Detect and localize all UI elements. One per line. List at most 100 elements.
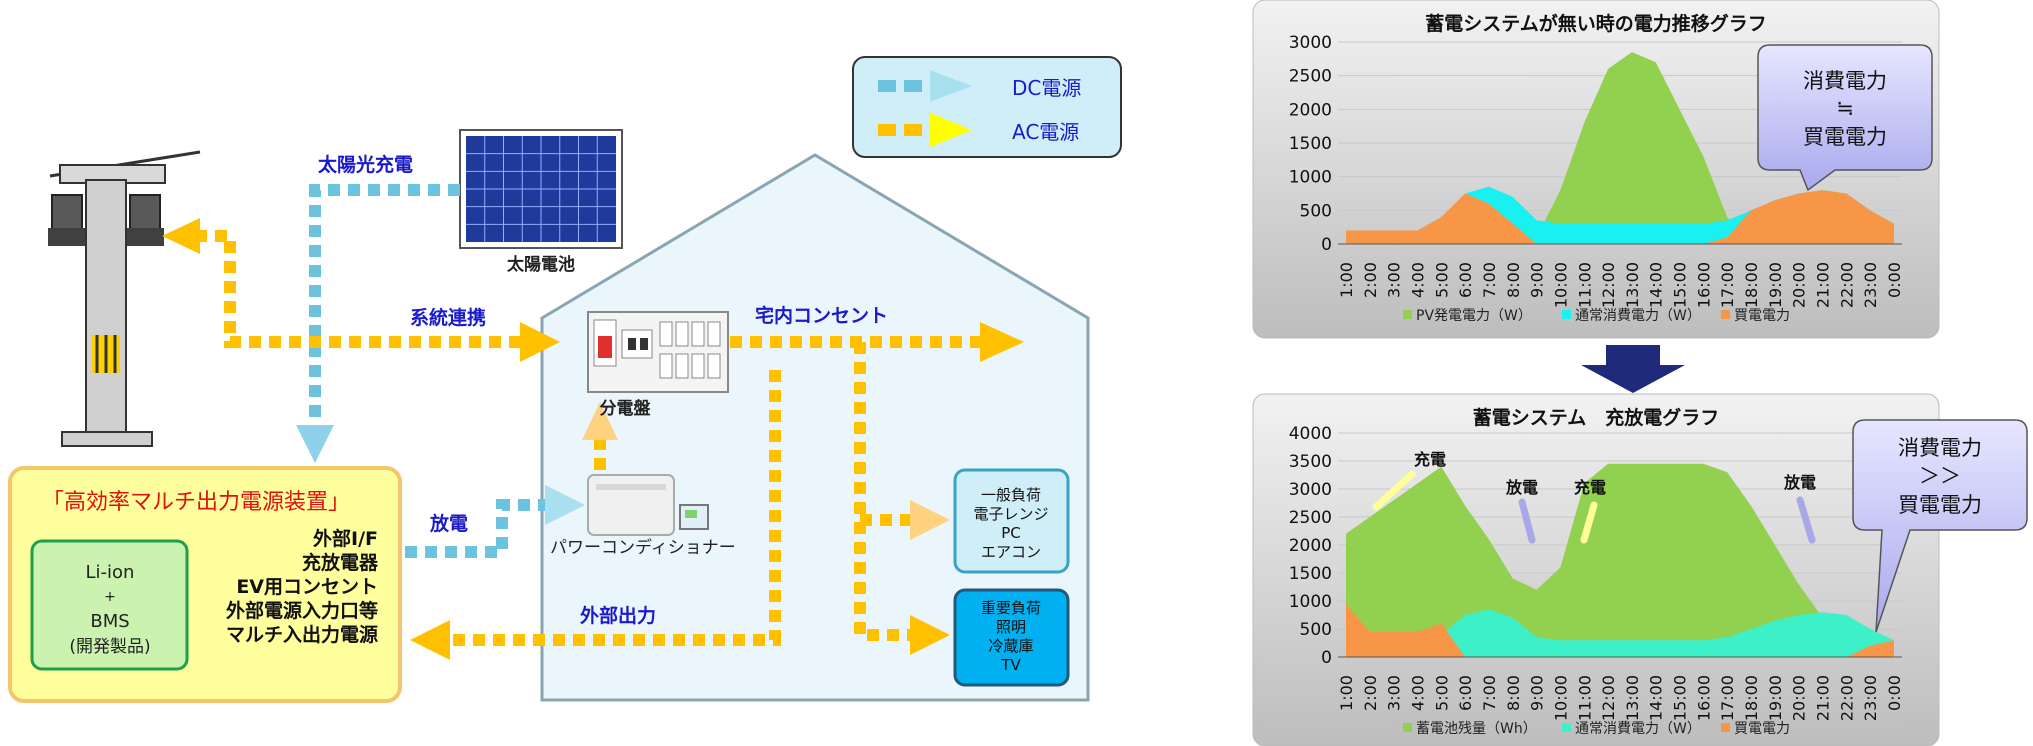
- x-tick-label: 5:00: [1432, 675, 1451, 711]
- x-tick-label: 12:00: [1599, 262, 1618, 308]
- x-tick-label: 23:00: [1861, 675, 1880, 721]
- battery-line1: Li-ion: [86, 562, 135, 583]
- legend-label: 通常消費電力（W）: [1575, 721, 1701, 737]
- chart-annotation: 充電: [1414, 450, 1446, 469]
- area-series-1: [1346, 52, 1894, 244]
- x-tick-label: 2:00: [1361, 262, 1380, 298]
- callout-top-line1: 消費電力: [1803, 69, 1887, 93]
- y-tick-label: 3000: [1289, 33, 1332, 53]
- annotation-arrow-icon: [1796, 496, 1816, 544]
- distribution-board-icon: [587, 311, 729, 393]
- callout-top: [1757, 44, 1933, 192]
- solar-panel-label: 太陽電池: [507, 254, 575, 275]
- ac-arrow-general-load: [910, 500, 950, 540]
- annotation-arrow-icon: [1580, 501, 1598, 544]
- ac-arrow-up-board: [582, 402, 618, 440]
- x-tick-label: 9:00: [1528, 262, 1547, 298]
- x-tick-label: 21:00: [1814, 675, 1833, 721]
- feature-1: 外部I/F: [313, 527, 378, 550]
- grid-link-label: 系統連携: [410, 306, 486, 329]
- x-tick-label: 17:00: [1718, 675, 1737, 721]
- legend-label: 通常消費電力（W）: [1575, 308, 1701, 324]
- legend-label: 買電電力: [1734, 721, 1790, 737]
- legend-ac-label: AC電源: [1012, 120, 1079, 144]
- legend-swatch: [1562, 723, 1571, 732]
- chart-title: 蓄電システムが無い時の電力推移グラフ: [1425, 12, 1766, 35]
- ac-arrow-board: [520, 322, 560, 362]
- ac-flow-lines: [195, 230, 980, 646]
- x-tick-label: 11:00: [1575, 675, 1594, 721]
- battery-line4: (開発製品): [69, 637, 150, 657]
- x-tick-label: 22:00: [1837, 262, 1856, 308]
- y-tick-label: 1000: [1289, 168, 1332, 188]
- y-tick-label: 500: [1300, 620, 1332, 640]
- chart-storage: 蓄電システム 充放電グラフ050010001500200025003000350…: [1252, 393, 1940, 746]
- area-series-1: [1346, 463, 1894, 657]
- feature-2: 充放電器: [302, 551, 379, 574]
- callout-bottom-line1: 消費電力: [1898, 436, 1982, 460]
- feature-5: マルチ入出力電源: [226, 623, 378, 646]
- important-load-box: [953, 588, 1070, 687]
- callout-top-line3: 買電電力: [1803, 125, 1887, 149]
- x-tick-label: 19:00: [1766, 675, 1785, 721]
- ac-arrow-external: [410, 620, 450, 660]
- callout-bottom: [1852, 419, 2028, 633]
- x-tick-label: 7:00: [1480, 262, 1499, 298]
- solar-panel-icon: [459, 129, 623, 249]
- general-load-line2: 電子レンジ: [973, 505, 1048, 523]
- x-tick-label: 1:00: [1337, 262, 1356, 298]
- callout-bottom-line3: 買電電力: [1898, 493, 1982, 517]
- indoor-outlet-label: 宅内コンセント: [755, 304, 888, 327]
- x-tick-label: 14:00: [1647, 262, 1666, 308]
- x-tick-label: 14:00: [1647, 675, 1666, 721]
- important-load-line3: 冷蔵庫: [988, 637, 1033, 655]
- x-tick-label: 8:00: [1504, 262, 1523, 298]
- power-conditioner-label: パワーコンディショナー: [550, 537, 736, 558]
- x-tick-label: 18:00: [1742, 675, 1761, 721]
- utility-pole-icon: [48, 150, 201, 447]
- distribution-board-label: 分電盤: [600, 398, 652, 419]
- x-tick-label: 17:00: [1718, 262, 1737, 308]
- y-tick-label: 1500: [1289, 564, 1332, 584]
- device-box-title: 「高効率マルチ出力電源装置」: [42, 490, 350, 515]
- ac-arrow-pole: [162, 218, 200, 254]
- x-tick-label: 0:00: [1885, 262, 1904, 298]
- feature-4: 外部電源入力口等: [226, 599, 378, 622]
- solar-charge-label: 太陽光充電: [318, 153, 413, 176]
- legend-swatch: [1562, 310, 1571, 319]
- chart-no-storage: 蓄電システムが無い時の電力推移グラフ0500100015002000250030…: [1252, 0, 1940, 339]
- chart-annotation: 放電: [1505, 478, 1538, 497]
- x-tick-label: 4:00: [1408, 262, 1427, 298]
- x-tick-label: 23:00: [1861, 262, 1880, 308]
- x-tick-label: 6:00: [1456, 262, 1475, 298]
- legend-swatch: [1721, 310, 1730, 319]
- y-tick-label: 1500: [1289, 134, 1332, 154]
- battery-line2: +: [104, 589, 116, 605]
- x-tick-label: 3:00: [1385, 675, 1404, 711]
- battery-box: [30, 539, 189, 671]
- x-tick-label: 12:00: [1599, 675, 1618, 721]
- x-tick-label: 15:00: [1671, 675, 1690, 721]
- battery-line3: BMS: [90, 611, 129, 632]
- x-tick-label: 13:00: [1623, 262, 1642, 308]
- legend-swatch: [1721, 723, 1730, 732]
- x-tick-label: 15:00: [1671, 262, 1690, 308]
- x-tick-label: 0:00: [1885, 675, 1904, 711]
- legend-label: 買電電力: [1734, 308, 1790, 324]
- ac-arrow-outlet: [980, 322, 1024, 362]
- y-tick-label: 0: [1321, 235, 1332, 255]
- x-tick-label: 2:00: [1361, 675, 1380, 711]
- x-tick-label: 20:00: [1790, 675, 1809, 721]
- x-tick-label: 8:00: [1504, 675, 1523, 711]
- general-load-line1: 一般負荷: [981, 486, 1041, 504]
- x-tick-label: 10:00: [1551, 675, 1570, 721]
- x-tick-label: 11:00: [1575, 262, 1594, 308]
- discharge-label: 放電: [429, 512, 468, 535]
- dc-arrow-pcs: [545, 485, 585, 525]
- area-series-3: [1346, 603, 1894, 657]
- x-tick-label: 7:00: [1480, 675, 1499, 711]
- y-tick-label: 2000: [1289, 536, 1332, 556]
- x-tick-label: 16:00: [1694, 675, 1713, 721]
- x-tick-label: 9:00: [1528, 675, 1547, 711]
